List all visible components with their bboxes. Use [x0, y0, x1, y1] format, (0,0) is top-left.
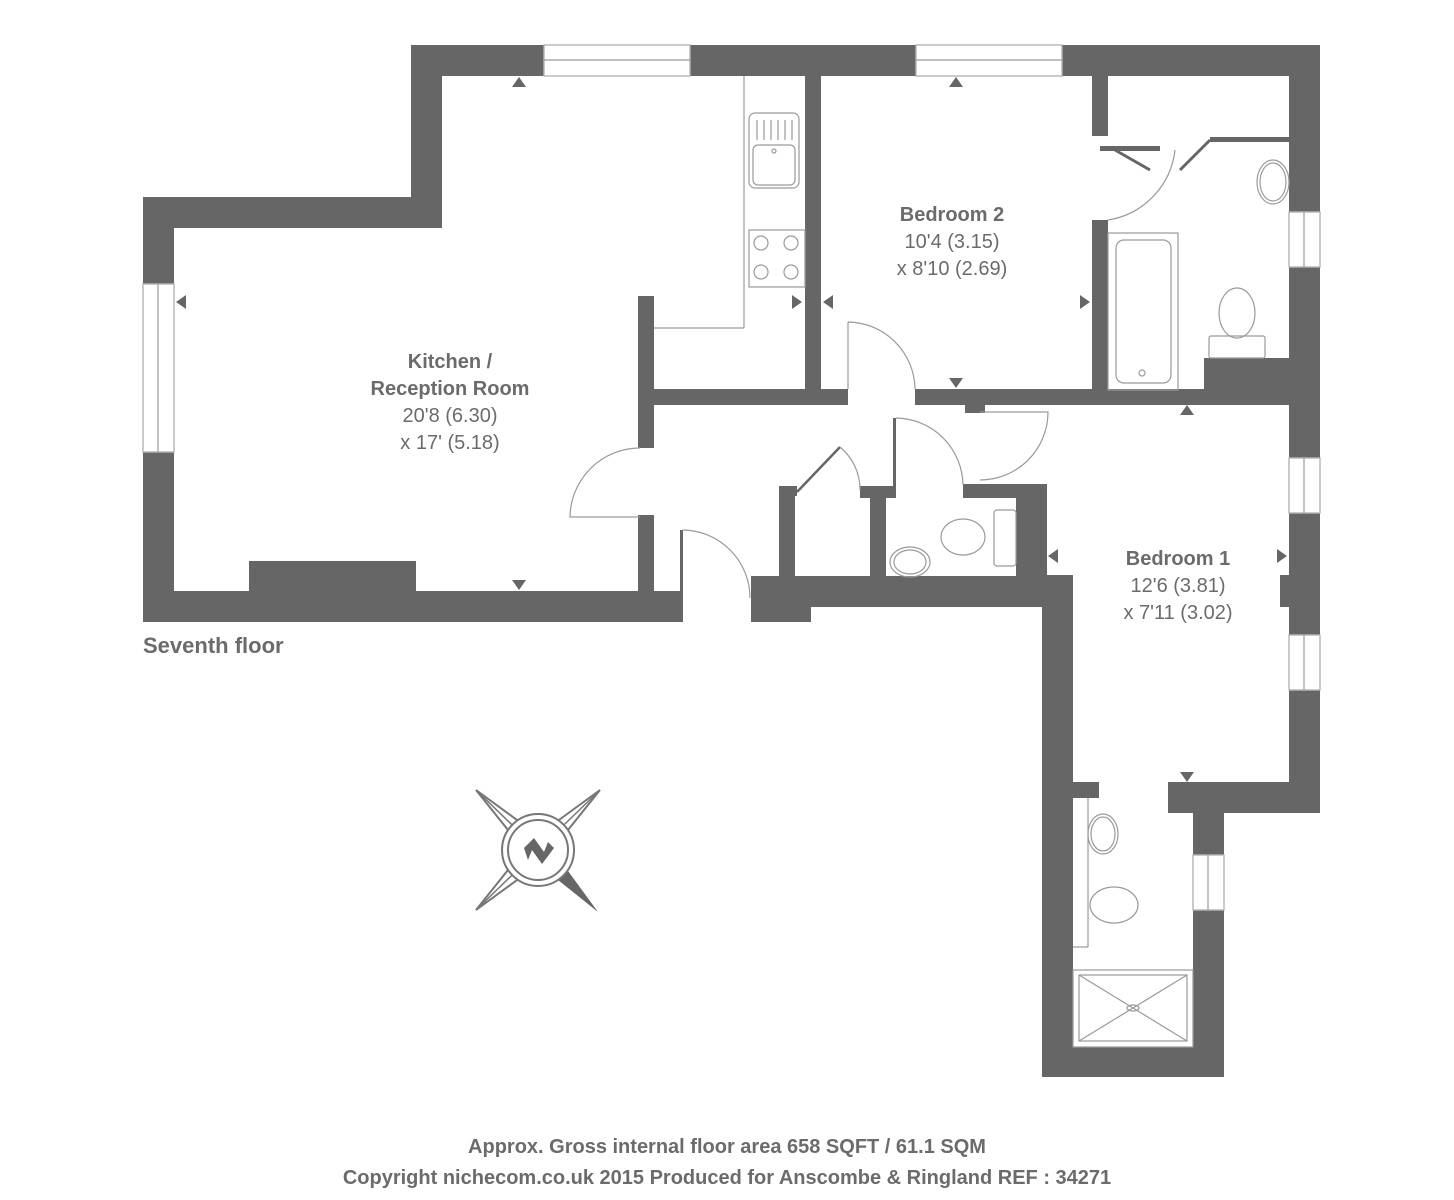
- room-label-kitchen: Kitchen / Reception Room 20'8 (6.30) x 1…: [340, 349, 560, 457]
- room-name: Bedroom 2: [899, 204, 1005, 226]
- hob-icon: [748, 229, 806, 288]
- sink-icon: [748, 112, 800, 189]
- room-dimension: x 17' (5.18): [400, 432, 500, 454]
- room-name: Reception Room: [370, 378, 530, 400]
- north-compass-icon: [475, 789, 601, 912]
- internal-walls: [638, 76, 1295, 620]
- room-dimension: x 8'10 (2.69): [896, 258, 1008, 280]
- room-label-bedroom-1: Bedroom 1 12'6 (3.81) x 7'11 (3.02): [1078, 546, 1278, 627]
- room-dimension: x 7'11 (3.02): [1123, 602, 1233, 624]
- windows: [142, 44, 1321, 911]
- bathroom-fixtures: [889, 159, 1290, 1048]
- dimension-arrows: [176, 77, 1287, 782]
- doors: [569, 138, 1212, 599]
- room-name: Bedroom 1: [1125, 548, 1231, 570]
- copyright-text: Copyright nichecom.co.uk 2015 Produced f…: [342, 1167, 1112, 1189]
- room-dimension: 20'8 (6.30): [402, 405, 498, 427]
- room-label-bedroom-2: Bedroom 2 10'4 (3.15) x 8'10 (2.69): [852, 202, 1052, 283]
- room-dimension: 12'6 (3.81): [1130, 575, 1226, 597]
- floor-label: Seventh floor: [143, 633, 284, 658]
- room-dimension: 10'4 (3.15): [904, 231, 1000, 253]
- floor-area-text: Approx. Gross internal floor area 658 SQ…: [468, 1136, 986, 1158]
- kitchen-fixtures: [654, 76, 806, 329]
- room-name: Kitchen /: [407, 351, 493, 373]
